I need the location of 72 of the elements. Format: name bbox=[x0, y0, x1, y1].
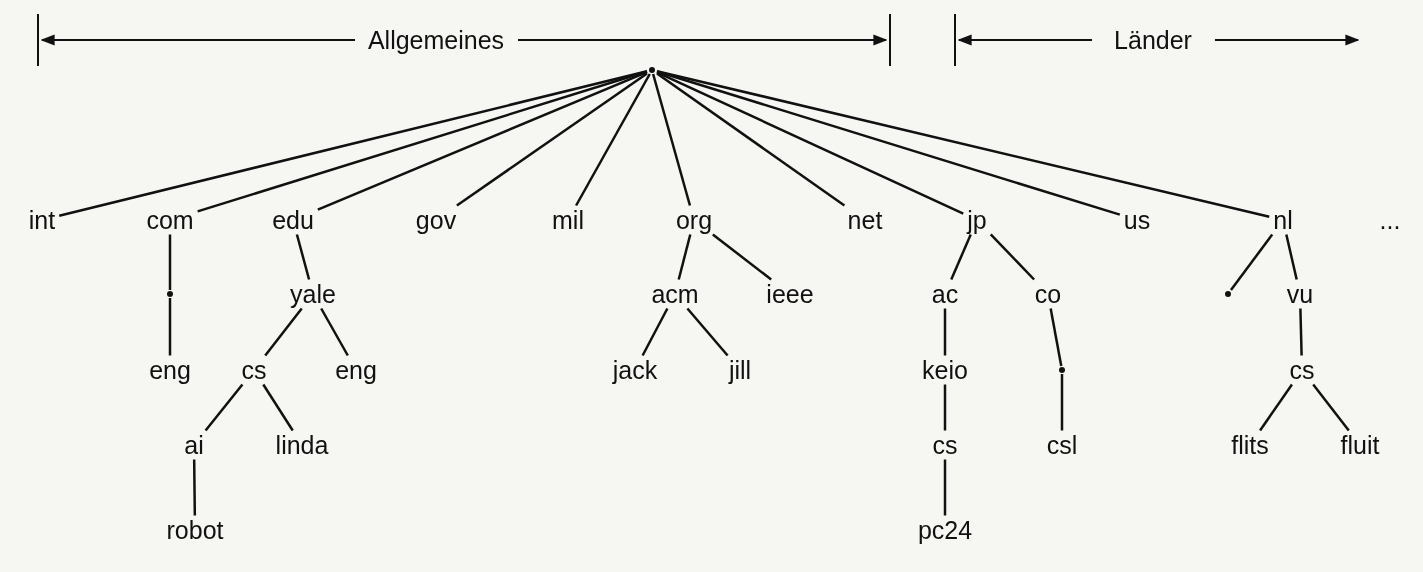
tree-line bbox=[456, 72, 648, 207]
tree-line bbox=[950, 234, 972, 280]
tree-line bbox=[712, 233, 772, 281]
domain-label: robot bbox=[164, 516, 226, 544]
domain-label: com bbox=[144, 206, 196, 234]
domain-label: jp bbox=[965, 206, 989, 234]
domain-label: keio bbox=[920, 356, 970, 384]
domain-label: ac bbox=[929, 280, 961, 308]
tree-line bbox=[1299, 308, 1303, 356]
tree-line bbox=[677, 234, 692, 280]
tree-line bbox=[1060, 374, 1064, 431]
domain-label: cs bbox=[930, 431, 960, 459]
tree-line bbox=[168, 298, 172, 356]
tree-line bbox=[943, 384, 947, 431]
tree-line bbox=[192, 459, 197, 516]
domain-label: acm bbox=[649, 280, 701, 308]
domain-label: int bbox=[26, 206, 58, 234]
junction-dot bbox=[649, 67, 655, 73]
tree-line bbox=[943, 308, 947, 356]
tree-line bbox=[641, 307, 669, 357]
range-label: Länder bbox=[1114, 27, 1192, 53]
tree-line bbox=[1312, 383, 1350, 432]
domain-label: eng bbox=[333, 356, 379, 384]
domain-label: csl bbox=[1044, 431, 1080, 459]
domain-label: cs bbox=[239, 356, 269, 384]
domain-label: gov bbox=[413, 206, 459, 234]
domain-label: flits bbox=[1229, 431, 1271, 459]
tree-line bbox=[943, 459, 947, 516]
tree-line bbox=[1285, 234, 1298, 280]
domain-label: fluit bbox=[1338, 431, 1382, 459]
range-label: Allgemeines bbox=[367, 27, 505, 53]
domain-label: linda bbox=[273, 431, 331, 459]
domain-label: ai bbox=[182, 431, 206, 459]
tree-line bbox=[197, 70, 648, 213]
domain-label: ieee bbox=[764, 280, 816, 308]
junction-dot bbox=[167, 291, 173, 297]
domain-label: yale bbox=[288, 280, 338, 308]
tree-line bbox=[320, 307, 349, 357]
domain-label: jack bbox=[610, 356, 660, 384]
tree-line bbox=[264, 307, 303, 357]
domain-label: pc24 bbox=[915, 516, 975, 544]
tree-line bbox=[168, 234, 172, 290]
tree-line bbox=[656, 71, 964, 215]
tree-line bbox=[58, 70, 648, 217]
tree-line bbox=[656, 70, 1121, 216]
tree-line bbox=[989, 233, 1035, 281]
domain-label: net bbox=[845, 206, 885, 234]
domain-label: co bbox=[1032, 280, 1064, 308]
tree-line bbox=[204, 383, 244, 432]
tree-line bbox=[1259, 383, 1293, 432]
tree-line bbox=[1049, 308, 1063, 367]
tree-line bbox=[262, 383, 294, 432]
domain-label: nl bbox=[1271, 206, 1295, 234]
junction-dot bbox=[1059, 367, 1065, 373]
tree-line bbox=[317, 70, 648, 211]
tree-line bbox=[651, 73, 692, 206]
domain-label: mil bbox=[550, 206, 586, 234]
domain-label: us bbox=[1121, 206, 1153, 234]
tree-line bbox=[656, 72, 846, 207]
domain-label: edu bbox=[270, 206, 316, 234]
tree-line bbox=[656, 69, 1270, 218]
ellipsis: ... bbox=[1379, 207, 1401, 233]
junction-dot bbox=[1225, 291, 1231, 297]
tree-line bbox=[686, 307, 729, 357]
tree-line bbox=[1229, 233, 1274, 291]
domain-label: org bbox=[673, 206, 715, 234]
tree-line bbox=[575, 73, 651, 207]
domain-label: eng bbox=[147, 356, 193, 384]
domain-label: vu bbox=[1284, 280, 1316, 308]
domain-label: cs bbox=[1287, 356, 1317, 384]
domain-label: jill bbox=[726, 356, 754, 384]
tree-line bbox=[295, 234, 311, 280]
